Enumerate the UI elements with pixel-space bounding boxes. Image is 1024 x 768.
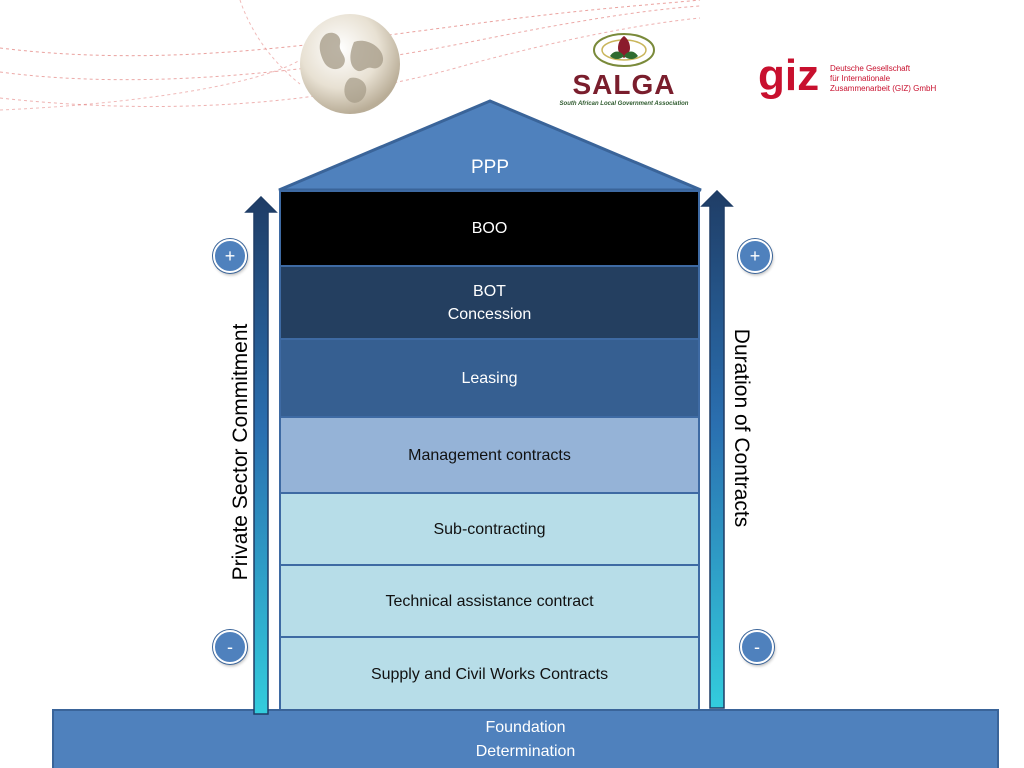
- arrow-up-icon: [700, 190, 734, 709]
- foundation-label: Foundation: [485, 719, 566, 736]
- layer-label: Concession: [447, 305, 532, 323]
- foundation-label: Determination: [475, 743, 576, 760]
- layer-label: Leasing: [461, 369, 518, 387]
- private-sector-commitment-label: Private Sector Commitment: [229, 323, 252, 581]
- globe-icon: [300, 14, 400, 114]
- decorative-curves: [0, 0, 701, 111]
- layer-label: Supply and Civil Works Contracts: [370, 665, 609, 683]
- layer-supply-civil-works: Supply and Civil Works Contracts: [279, 636, 700, 712]
- layer-management-contracts: Management contracts: [279, 416, 700, 494]
- giz-logo: giz Deutsche Gesellschaft für Internatio…: [758, 52, 958, 108]
- layer-label: BOT: [473, 282, 506, 300]
- salga-subtitle: South African Local Government Associati…: [559, 101, 689, 107]
- foundation-block: Foundation Determination: [52, 709, 999, 768]
- giz-line: Deutsche Gesellschaft: [830, 64, 911, 73]
- layer-technical-assistance: Technical assistance contract: [279, 564, 700, 638]
- layer-bot-concession: BOT Concession: [279, 265, 700, 340]
- layer-label: Management contracts: [408, 446, 571, 464]
- salga-emblem-icon: [593, 33, 655, 67]
- giz-wordmark: giz: [758, 51, 820, 100]
- arrow-up-icon: [244, 196, 278, 715]
- giz-line: Zusammenarbeit (GIZ) GmbH: [830, 84, 937, 93]
- giz-fullname: Deutsche Gesellschaft für Internationale…: [830, 64, 936, 94]
- layer-sub-contracting: Sub-contracting: [279, 492, 700, 566]
- giz-line: für Internationale: [830, 74, 891, 83]
- salga-wordmark: SALGA: [572, 69, 676, 100]
- minus-marker-right: -: [740, 630, 774, 664]
- layer-leasing: Leasing: [279, 338, 700, 418]
- layer-boo: BOO: [279, 190, 700, 267]
- salga-logo: SALGA South African Local Government Ass…: [540, 30, 708, 112]
- layer-label: Technical assistance contract: [385, 592, 594, 610]
- minus-marker-left: -: [213, 630, 247, 664]
- layer-label: Sub-contracting: [433, 520, 546, 538]
- duration-of-contracts-label: Duration of Contracts: [730, 328, 753, 528]
- plus-marker-left: +: [213, 239, 247, 273]
- plus-marker-right: +: [738, 239, 772, 273]
- roof-label: PPP: [470, 157, 510, 178]
- layer-label: BOO: [471, 220, 508, 237]
